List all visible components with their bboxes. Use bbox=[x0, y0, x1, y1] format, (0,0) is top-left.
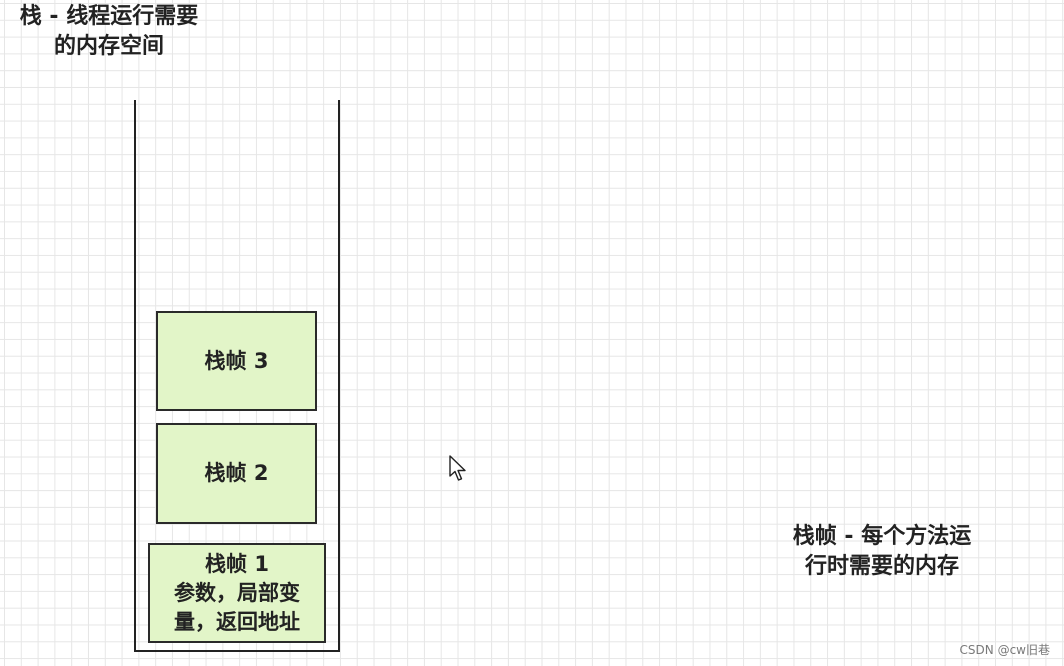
stack-description-line-1: 栈 - 线程运行需要 bbox=[19, 4, 199, 29]
stack-frame-1-label: 栈帧 1 bbox=[205, 551, 269, 576]
stack-container bbox=[134, 100, 340, 652]
watermark: CSDN @cw旧巷 bbox=[959, 643, 1050, 657]
stack-frame-description: 栈帧 - 每个方法运 行时需要的内存 bbox=[772, 522, 992, 582]
stack-frame-3: 栈帧 3 bbox=[156, 311, 317, 411]
stack-description: 栈 - 线程运行需要 的内存空间 bbox=[4, 2, 214, 62]
stack-frame-3-label: 栈帧 3 bbox=[204, 348, 269, 373]
stack-frame-2: 栈帧 2 bbox=[156, 423, 317, 524]
stack-frame-1: 栈帧 1 参数，局部变 量，返回地址 bbox=[148, 543, 326, 643]
stack-frame-description-line-1: 栈帧 - 每个方法运 bbox=[792, 524, 972, 549]
stack-frame-1-detail-2: 量，返回地址 bbox=[174, 609, 300, 634]
mouse-pointer-icon bbox=[449, 455, 466, 481]
stack-frame-2-label: 栈帧 2 bbox=[204, 461, 269, 485]
stack-frame-description-line-2: 行时需要的内存 bbox=[804, 554, 959, 579]
stack-description-line-2: 的内存空间 bbox=[53, 34, 164, 59]
stack-frame-1-detail-1: 参数，局部变 bbox=[174, 580, 300, 605]
